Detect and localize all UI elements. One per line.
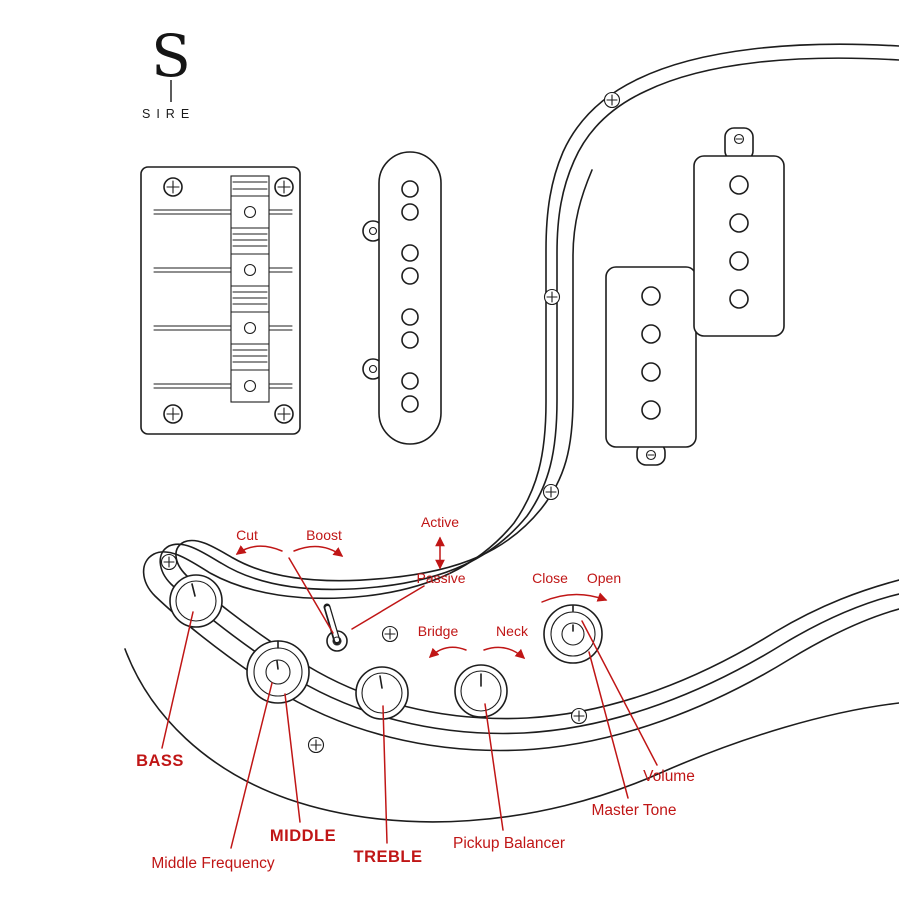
- pickup-ear-screw: [645, 449, 657, 461]
- pickup-pole: [729, 289, 749, 309]
- screw-icon: [163, 404, 183, 424]
- bridge-saddles: [230, 175, 270, 403]
- treble-pointer-line: [382, 705, 388, 844]
- pickup-pole: [641, 286, 661, 306]
- master-tone-control-label: Master Tone: [591, 802, 676, 819]
- screw-icon: [274, 177, 294, 197]
- master-tone-pointer-line: [588, 651, 629, 799]
- pickguard-screws: [160, 91, 621, 754]
- saddle-screw: [243, 205, 257, 219]
- screw-icon: [603, 91, 621, 109]
- split-pickup-upper-half: [693, 127, 785, 337]
- pickup-pole: [641, 362, 661, 382]
- neck-arrow: [483, 646, 526, 659]
- neck-label: Neck: [496, 623, 529, 639]
- pickup-pole: [729, 213, 749, 233]
- close-open-arrow: [541, 592, 608, 603]
- pickup-pole: [729, 251, 749, 271]
- pickguard-edge-line-outer: [142, 43, 899, 752]
- pickup-ear-screw: [733, 133, 745, 145]
- pickup-ear-screw: [368, 226, 378, 236]
- split-pickup: [605, 127, 785, 466]
- pickup-balancer-control-label: Pickup Balancer: [453, 835, 565, 852]
- screw-icon: [307, 736, 325, 754]
- active-label: Active: [421, 514, 459, 530]
- bridge-plate: [140, 166, 301, 435]
- passive-label: Passive: [416, 570, 465, 586]
- logo-wordmark: SIRE: [142, 107, 195, 121]
- open-label: Open: [587, 570, 621, 586]
- screw-icon: [381, 625, 399, 643]
- bridge-label: Bridge: [418, 623, 459, 639]
- cut-boost-pointer-line: [288, 557, 334, 634]
- bass-control-label: BASS: [136, 752, 184, 770]
- annotations: Cut Boost Active Passive Bridge Neck Clo…: [136, 514, 695, 872]
- active-passive-pointer-line: [351, 585, 425, 630]
- jazz-pickup-cover: [378, 151, 442, 445]
- middle-pointer-line: [284, 693, 301, 823]
- controls: [169, 574, 603, 720]
- screw-icon: [160, 553, 178, 571]
- boost-arrow: [293, 545, 344, 557]
- volume-pointer-line: [581, 620, 658, 766]
- saddle-screw: [243, 321, 257, 335]
- screw-icon: [274, 404, 294, 424]
- treble-control-label: TREBLE: [354, 848, 423, 866]
- screw-icon: [542, 483, 560, 501]
- saddle-screw: [243, 379, 257, 393]
- pickup-balancer-pointer-line: [484, 703, 504, 831]
- bridge-arrow: [428, 646, 467, 658]
- pickup-pole: [641, 400, 661, 420]
- pickup-ear-screw: [368, 364, 378, 374]
- jazz-pickup-poles: [401, 180, 419, 413]
- cut-label: Cut: [236, 527, 258, 543]
- bass-knob: [169, 574, 223, 628]
- pickup-balancer-knob: [454, 664, 508, 718]
- logo-mark: S: [151, 22, 191, 90]
- pickup-pole: [641, 324, 661, 344]
- middle-control-label: MIDDLE: [270, 827, 336, 845]
- treble-knob: [355, 666, 409, 720]
- middle-frequency-control-label: Middle Frequency: [151, 855, 274, 872]
- screw-icon: [163, 177, 183, 197]
- split-pickup-lower-half: [605, 266, 697, 466]
- screw-icon: [543, 288, 561, 306]
- middle-knob: [246, 640, 310, 704]
- jazz-pickup: [362, 151, 442, 445]
- middle-frequency-pointer-line: [230, 682, 273, 849]
- pickguard-edge-line-middle: [159, 57, 899, 735]
- active-passive-toggle: [323, 603, 348, 652]
- master-tone-volume-knob: [543, 604, 603, 664]
- screw-icon: [570, 707, 588, 725]
- pickup-pole: [729, 175, 749, 195]
- volume-control-label: Volume: [643, 768, 695, 785]
- bridge-assembly: [140, 166, 301, 435]
- bridge-mounting-screws: [163, 177, 294, 424]
- cut-arrow: [235, 545, 283, 555]
- boost-label: Boost: [306, 527, 342, 543]
- saddle-screw: [243, 263, 257, 277]
- close-label: Close: [532, 570, 568, 586]
- bass-pointer-line: [161, 611, 194, 749]
- sire-logo: S SIRE: [142, 22, 195, 121]
- body-outline: [124, 648, 899, 823]
